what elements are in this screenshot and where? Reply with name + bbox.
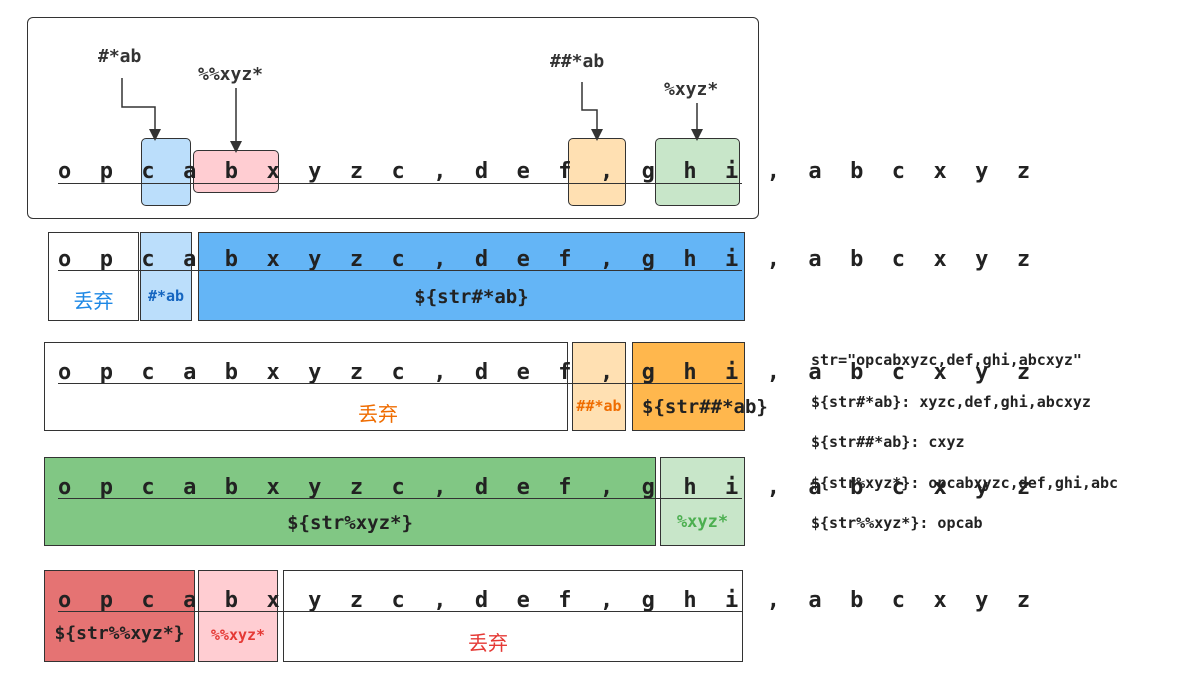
row2-underline — [58, 383, 742, 385]
highlight-ab-first — [141, 138, 191, 206]
row2-discard-label: 丢弃 — [358, 402, 398, 426]
explanation-definition: str="opcabxyzc,def,ghi,abcxyz" — [811, 351, 1082, 369]
label-hash-ab: #*ab — [98, 46, 142, 67]
row3-result-label: ${str%xyz*} — [287, 512, 413, 534]
row4-string: o p c a b x y z c , d e f , g h i , a b … — [58, 588, 1038, 613]
highlight-ab-last — [568, 138, 626, 206]
row3-pattern-box — [660, 457, 745, 546]
arrow-hash-ab — [121, 78, 161, 141]
row4-discard-label: 丢弃 — [468, 631, 508, 655]
row4-pattern-box — [198, 570, 278, 662]
row1-result-box — [198, 232, 745, 321]
explanation-pct-xyz: ${str%xyz*}: opcabxyzc,def,ghi,abc — [811, 474, 1119, 492]
row3-underline — [58, 498, 742, 500]
row4-discard-box — [283, 570, 743, 662]
row2-discard-box — [44, 342, 568, 431]
label-hash2-ab: ##*ab — [550, 51, 605, 72]
row1-pattern-box — [140, 232, 192, 321]
row1-discard-box — [48, 232, 139, 321]
row1-underline — [58, 270, 742, 272]
label-pct-xyz: %xyz* — [664, 79, 719, 100]
row2-string: o p c a b x y z c , d e f , g h i , a b … — [58, 360, 1038, 385]
row1-string: o p c a b x y z c , d e f , g h i , a b … — [58, 247, 1038, 272]
row4-pattern-label: %%xyz* — [210, 626, 266, 644]
row1-result-label: ${str#*ab} — [414, 286, 529, 308]
row2-result-box — [632, 342, 745, 431]
row3-string: o p c a b x y z c , d e f , g h i , a b … — [58, 475, 1038, 500]
label-pct2-xyz: %%xyz* — [198, 64, 264, 85]
row2-pattern-label: ##*ab — [576, 397, 622, 415]
row4-underline — [58, 611, 742, 613]
top-panel — [27, 17, 759, 219]
row4-result-box — [44, 570, 195, 662]
explanation-hash2-ab: ${str##*ab}: cxyz — [811, 433, 965, 451]
row2-pattern-box — [572, 342, 626, 431]
row4-result-label: ${str%%xyz*} — [54, 623, 185, 644]
source-underline — [58, 183, 742, 185]
explanation-pct2-xyz: ${str%%xyz*}: opcab — [811, 514, 983, 532]
arrow-hash2-ab — [581, 82, 603, 141]
explanation-hash-ab: ${str#*ab}: xyzc,def,ghi,abcxyz — [811, 393, 1091, 411]
source-string: o p c a b x y z c , d e f , g h i , a b … — [58, 159, 1038, 184]
row1-discard-label: 丢弃 — [73, 289, 114, 313]
row3-result-box — [44, 457, 656, 546]
row2-result-label: ${str##*ab} — [642, 396, 768, 418]
row3-pattern-label: %xyz* — [676, 512, 729, 532]
row1-pattern-label: #*ab — [147, 287, 185, 305]
